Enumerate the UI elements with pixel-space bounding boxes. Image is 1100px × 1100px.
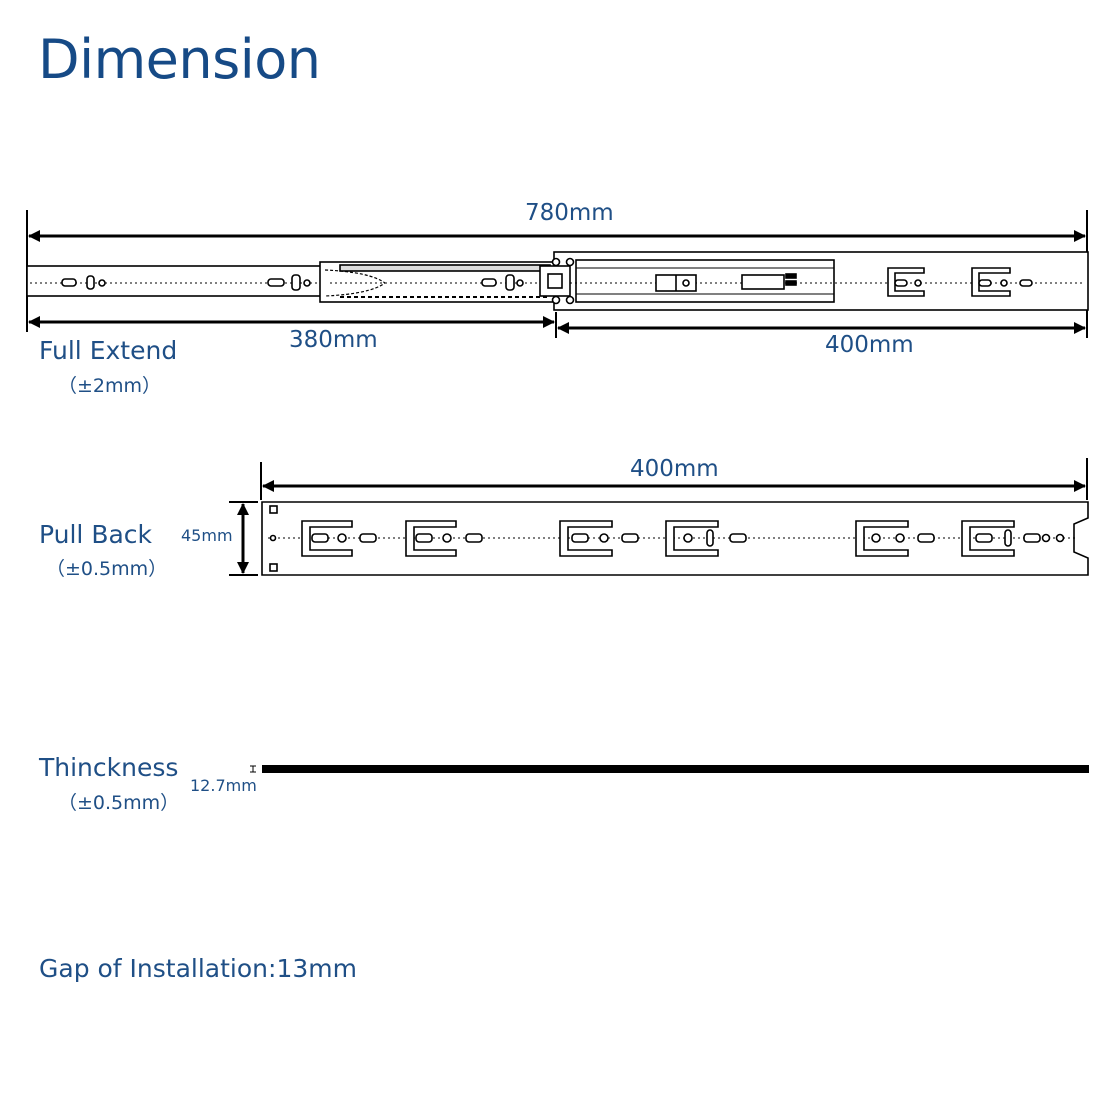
- pull-back-rail: [261, 501, 1089, 576]
- full-extend-tolerance: （±2mm）: [58, 375, 162, 397]
- thickness-label: Thinckness: [39, 753, 179, 782]
- thickness-bar: [250, 765, 1089, 773]
- full-extend-rail: [26, 251, 1089, 311]
- thickness-value: 12.7mm: [190, 776, 257, 795]
- outer-length-label: 400mm: [825, 332, 914, 358]
- pull-back-tolerance: （±0.5mm）: [46, 558, 168, 580]
- pull-back-dimension-lines: [229, 458, 1088, 576]
- full-extend-label: Full Extend: [39, 336, 178, 365]
- gap-of-installation: Gap of Installation:13mm: [39, 954, 357, 983]
- pull-back-length-label: 400mm: [630, 456, 719, 482]
- pull-back-label: Pull Back: [39, 520, 153, 549]
- height-label: 45mm: [181, 526, 233, 545]
- thickness-tolerance: （±0.5mm）: [58, 792, 180, 814]
- page-title: Dimension: [38, 28, 321, 91]
- total-length-label: 780mm: [525, 200, 614, 226]
- inner-length-label: 380mm: [289, 327, 378, 353]
